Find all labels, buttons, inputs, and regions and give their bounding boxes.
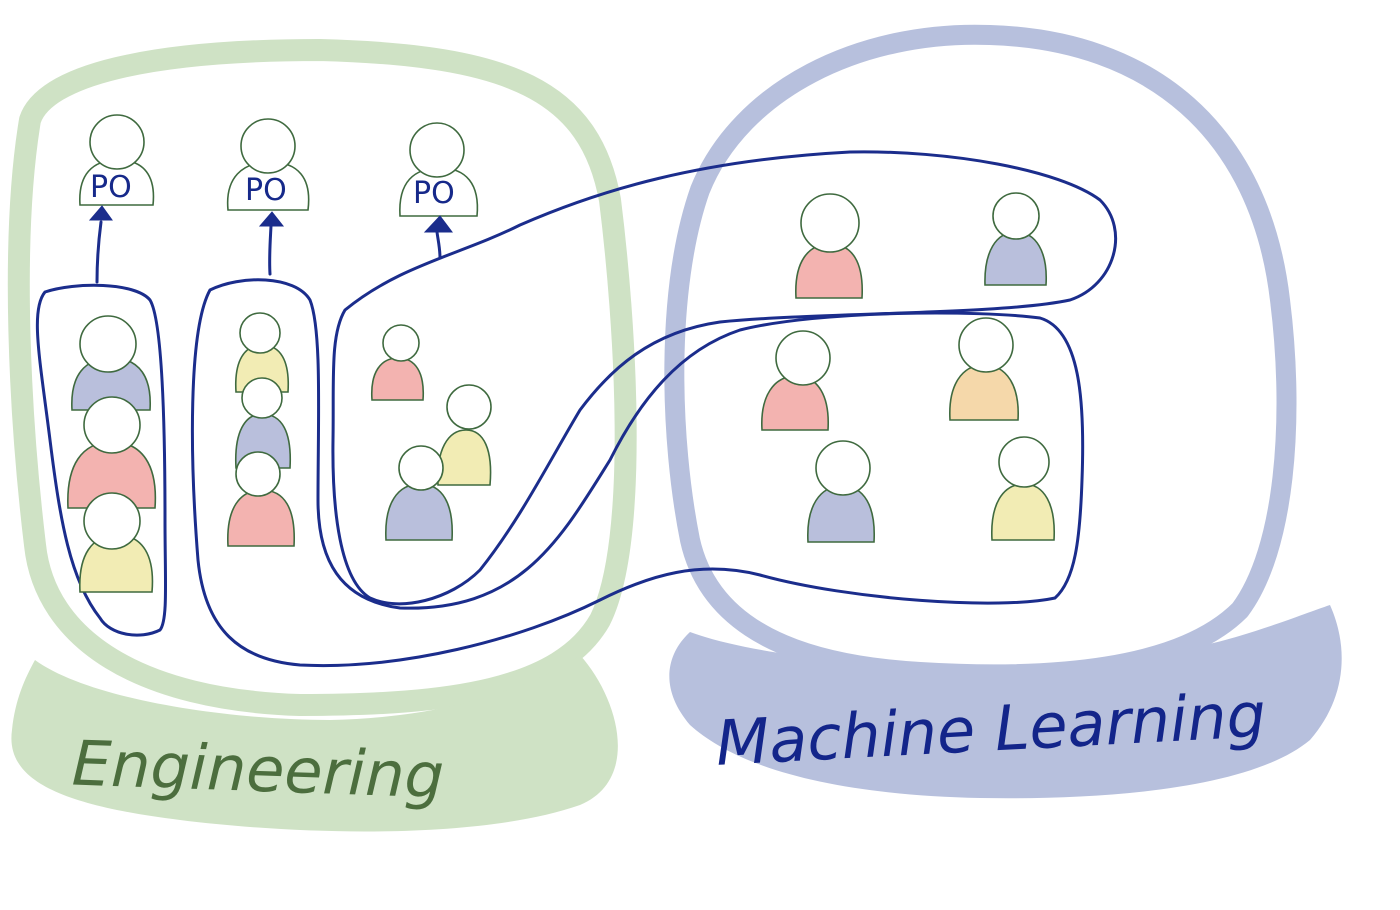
machine-learning-group: Machine Learning: [664, 24, 1342, 799]
product-owner-3: PO: [399, 122, 479, 217]
person-yellow: [79, 492, 154, 593]
po-label: PO: [413, 176, 455, 211]
ml-team-members: [761, 317, 1055, 543]
machine-learning-group-outline: [664, 24, 1297, 685]
team-1-members: [67, 315, 157, 593]
person-yellow: [437, 384, 492, 486]
person-blue: [984, 192, 1047, 286]
person-pink: [227, 451, 295, 547]
engineering-group-outline: [7, 39, 637, 716]
person-yellow: [235, 312, 290, 393]
person-blue: [807, 440, 875, 543]
person-pink: [371, 324, 424, 401]
team-3-members: [371, 192, 1047, 541]
arrow-up-icon: [258, 211, 285, 276]
arrow-up-icon: [88, 205, 113, 284]
product-owner-2: PO: [226, 118, 310, 211]
engineering-label: Engineering: [71, 727, 445, 813]
machine-learning-label-banner: [669, 605, 1342, 799]
po-head: [409, 122, 465, 178]
team-3-outline: [331, 150, 1117, 606]
person-pink: [795, 193, 863, 299]
arrows: [88, 205, 453, 284]
team-outlines: [35, 150, 1117, 668]
person-blue: [71, 315, 151, 411]
engineering-label-banner: [11, 655, 618, 832]
person-yellow: [991, 436, 1055, 541]
team-1-outline: [35, 283, 168, 637]
person-orange: [949, 317, 1019, 421]
po-head: [240, 118, 296, 174]
po-label: PO: [245, 173, 287, 208]
po-label: PO: [90, 170, 132, 205]
team-2-outline: [190, 278, 1085, 668]
person-pink: [67, 396, 157, 509]
arrow-up-icon: [423, 215, 453, 260]
person-blue: [385, 445, 453, 541]
person-pink: [761, 330, 831, 431]
product-owner-1: PO: [79, 114, 155, 206]
po-head: [89, 114, 145, 170]
engineering-group: Engineering: [7, 39, 637, 832]
team-2-members: [227, 312, 295, 547]
